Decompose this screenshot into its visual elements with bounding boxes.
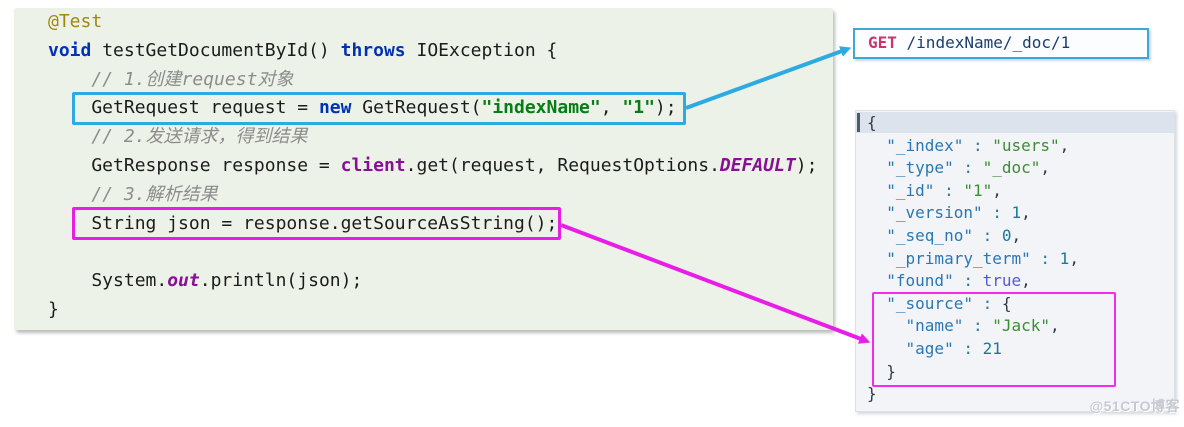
code-line: // 1.创建request对象	[91, 68, 294, 90]
json-line: "age" : 21	[905, 338, 1002, 358]
json-line: "name" : "Jack",	[905, 316, 1060, 336]
json-line: "found" : true,	[886, 271, 1031, 291]
json-line: "_index" : "users",	[886, 135, 1070, 155]
code-line: System.out.println(json);	[48, 270, 363, 292]
request-path: /indexName/_doc/1	[896, 33, 1071, 52]
watermark: @51CTO博客	[1089, 398, 1180, 414]
code-panel: @Test void testGetDocumentById() throws I…	[14, 8, 833, 330]
json-line: "_primary_term" : 1,	[886, 248, 1079, 268]
code-line: // 2.发送请求，得到结果	[91, 126, 308, 148]
selected-line-band	[856, 112, 1174, 133]
json-line: "_seq_no" : 0,	[886, 225, 1022, 245]
code-line: }	[48, 298, 59, 320]
getrequest-highlight-box	[72, 92, 686, 125]
code-line	[48, 238, 833, 267]
json-body: { "_index" : "users", "_type" : "_doc", …	[856, 111, 1174, 406]
code-line: // 3.解析结果	[91, 183, 218, 205]
response-json-box: { "_index" : "users", "_type" : "_doc", …	[855, 110, 1175, 412]
json-line: {	[867, 113, 877, 132]
json-line: "_id" : "1",	[886, 180, 1002, 200]
code-line: GetResponse response = client.get(reques…	[48, 154, 818, 176]
http-method-label: GET	[868, 33, 897, 52]
code-line: @Test	[48, 11, 103, 32]
java-code: @Test void testGetDocumentById() throws I…	[48, 8, 833, 325]
text-caret	[857, 113, 860, 132]
code-line: String json = response.getSourceAsString…	[48, 212, 558, 234]
json-line: "_type" : "_doc",	[886, 158, 1051, 178]
getsource-highlight-box	[72, 207, 561, 240]
json-line: "_source" : {	[886, 293, 1012, 313]
request-url-box: GET /indexName/_doc/1	[853, 28, 1149, 59]
code-line: GetRequest request = new GetRequest("ind…	[48, 97, 677, 119]
json-line: }	[867, 361, 896, 381]
code-line: void testGetDocumentById() throws IOExce…	[48, 39, 558, 61]
source-highlight-box	[872, 292, 1116, 387]
json-line: }	[867, 384, 877, 404]
json-line: "_version" : 1,	[886, 203, 1031, 223]
